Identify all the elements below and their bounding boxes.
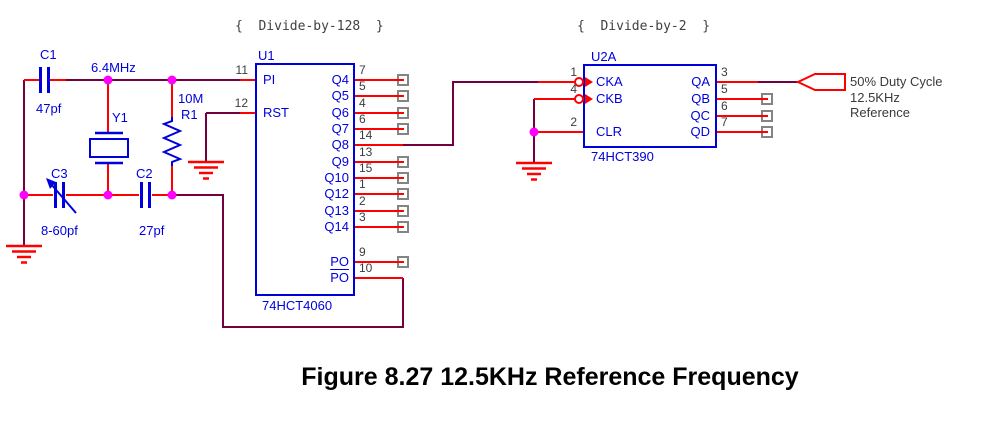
u2a-pin-number-5: 5: [721, 82, 728, 96]
u2a-pin-number-6: 6: [721, 99, 728, 113]
output-note-line1: 50% Duty Cycle: [850, 74, 943, 89]
figure-caption: Figure 8.27 12.5KHz Reference Frequency: [301, 363, 799, 391]
u2a-part-label: 74HCT390: [591, 149, 654, 164]
u1-pin-number-9: 9: [359, 245, 366, 259]
u1-pin-number-1: 1: [359, 177, 366, 191]
u1-pin-q8: Q8: [331, 137, 349, 152]
frequency-label: 6.4MHz: [91, 60, 136, 75]
capacitor-c2-icon: [140, 182, 151, 208]
u1-pin-number-5: 5: [359, 79, 366, 93]
u2a-pin-number-4: 4: [570, 82, 577, 96]
u1-pin-number-10: 10: [359, 261, 373, 275]
u1-pin-q5: Q5: [331, 88, 349, 103]
r1-value-label: 10M: [178, 91, 204, 106]
u2a-pin-cka: CKA: [596, 74, 623, 89]
u1-pin-number-6: 6: [359, 112, 366, 126]
red-wires: [24, 79, 768, 279]
u2a-pin-qa: QA: [691, 74, 710, 89]
divide-by-2-label: { Divide-by-2 }: [577, 19, 711, 34]
u1-ref-label: U1: [258, 48, 275, 63]
bus-wires: [23, 79, 798, 328]
u2a-pin-clr: CLR: [596, 124, 623, 139]
capacitor-c1-icon: [39, 67, 50, 93]
u1-pin-number-13: 13: [359, 145, 373, 159]
u1-pin-q12: Q12: [324, 186, 349, 201]
u2a-ic-body: [583, 64, 717, 148]
c2-ref-label: C2: [136, 166, 153, 181]
crystal-y1-icon: [89, 131, 129, 165]
u2a-pin-number-1: 1: [570, 65, 577, 79]
u1-pin-pi: PI: [263, 72, 276, 87]
u2a-pin-qc: QC: [690, 108, 711, 123]
y1-ref-label: Y1: [112, 110, 128, 125]
junction-dots: [19, 75, 539, 200]
u2a-pin-number-2: 2: [570, 115, 577, 129]
u2a-ref-label: U2A: [591, 49, 617, 64]
c3-value-label: 8-60pf: [41, 223, 78, 238]
u1-pin-number-3: 3: [359, 210, 366, 224]
output-flag-icon: [795, 73, 846, 91]
u2a-pin-qb: QB: [691, 91, 710, 106]
u1-pin-number-12: 12: [234, 96, 248, 110]
u1-pin-q7: Q7: [331, 121, 349, 136]
u1-pin-po-bar: PO: [330, 270, 349, 285]
output-note-line2: 12.5KHz: [850, 89, 900, 105]
u2a-pin-number-7: 7: [721, 115, 728, 129]
output-note: 50% Duty Cycle 12.5KHz Reference: [850, 74, 942, 121]
output-note-line3: Reference: [850, 105, 910, 120]
u1-pin-rst: RST: [263, 105, 289, 120]
divide-by-128-label: { Divide-by-128 }: [235, 19, 384, 34]
u1-pin-q4: Q4: [331, 72, 349, 87]
u1-ic-body: [255, 63, 355, 296]
variable-capacitor-c3-icon: [46, 178, 77, 214]
u2a-pin-number-3: 3: [721, 65, 728, 79]
u1-pin-q13: Q13: [324, 203, 349, 218]
u2a-pin-qd: QD: [690, 124, 711, 139]
u1-pin-q6: Q6: [331, 105, 349, 120]
u1-pin-number-7: 7: [359, 63, 366, 77]
c2-value-label: 27pf: [139, 223, 165, 238]
u1-pin-po: PO: [330, 254, 349, 269]
u1-pin-q9: Q9: [331, 154, 349, 169]
u1-pin-number-4: 4: [359, 96, 366, 110]
resistor-r1-icon: [161, 117, 183, 166]
u2a-pin-ckb: CKB: [596, 91, 623, 106]
clock-bubble-icon: [574, 77, 593, 104]
c3-ref-label: C3: [51, 166, 68, 181]
u1-pin-q14: Q14: [324, 219, 349, 234]
ground-icon: [6, 244, 42, 264]
ground-icon: [188, 160, 224, 180]
r1-ref-label: R1: [181, 107, 198, 122]
ground-icon: [516, 161, 552, 181]
u1-pin-number-14: 14: [359, 128, 373, 142]
u1-pin-number-11: 11: [235, 63, 248, 77]
u1-part-label: 74HCT4060: [262, 298, 333, 313]
c1-value-label: 47pf: [36, 101, 62, 116]
u1-pin-number-15: 15: [359, 161, 373, 175]
u1-pin-q10: Q10: [324, 170, 349, 185]
c1-ref-label: C1: [40, 47, 57, 62]
u1-pin-number-2: 2: [359, 194, 366, 208]
